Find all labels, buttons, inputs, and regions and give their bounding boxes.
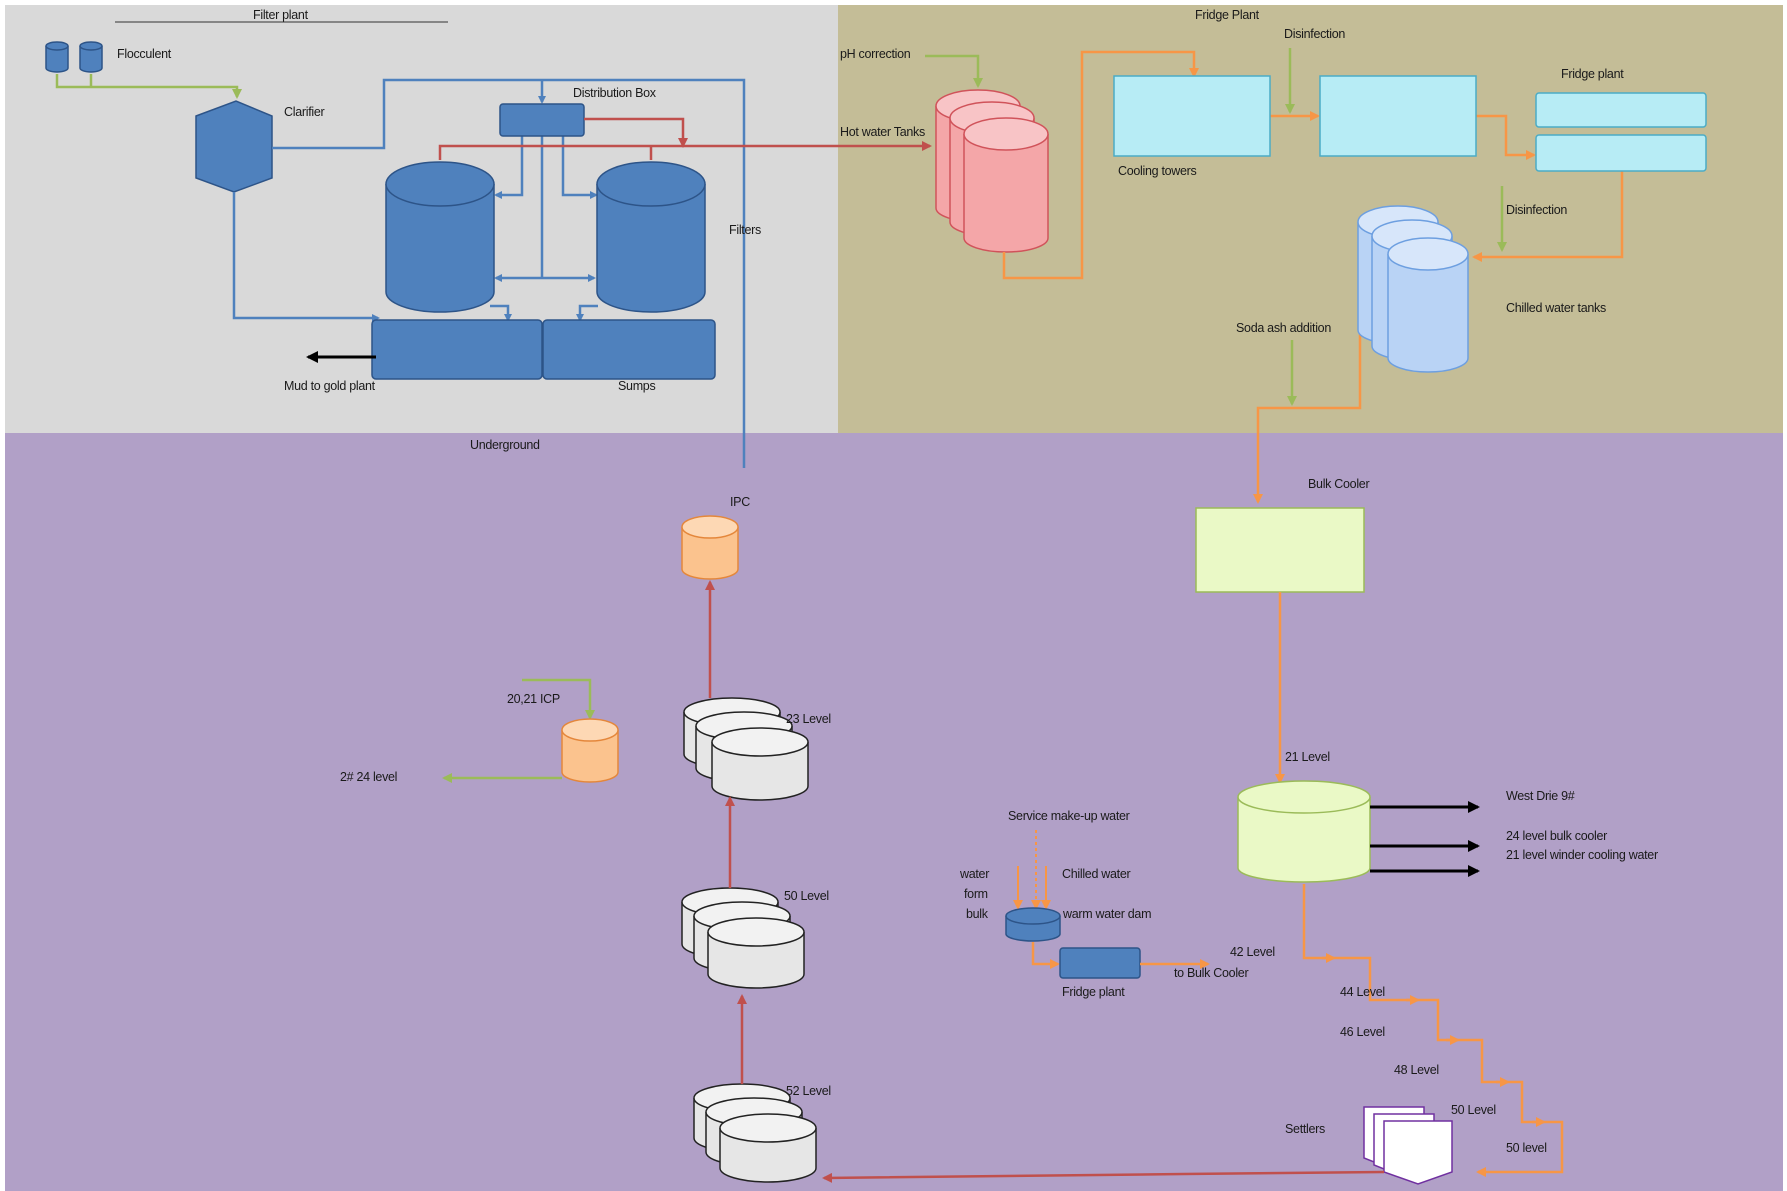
level-52-label: 52 Level	[786, 1084, 831, 1098]
icp-feed-pipe	[522, 678, 595, 720]
icp-2021-label: 20,21 ICP	[507, 692, 560, 706]
fridge-plant-underground	[1059, 947, 1141, 979]
bulk-cooler-label: Bulk Cooler	[1308, 477, 1369, 491]
fridge-to-chilled-pipe	[1472, 171, 1624, 262]
distribution-box-label: Distribution Box	[573, 86, 657, 100]
hot-water-main-pipe	[438, 141, 932, 160]
water-form-bulk-label-3: bulk	[966, 907, 989, 921]
filter-tank-left	[385, 161, 495, 313]
settlers-to-52-pipe	[822, 1170, 1385, 1183]
level-50b-label: 50 Level	[1451, 1103, 1496, 1117]
clarifier-to-sump-pipe	[232, 192, 380, 322]
cooling-tower-2	[1319, 75, 1477, 157]
flocculent-drum-1	[45, 41, 69, 73]
cooling-tower-1	[1113, 75, 1271, 157]
water-form-bulk-label-2: form	[964, 887, 988, 901]
level-21-dam	[1237, 780, 1371, 883]
sump-right	[542, 319, 716, 380]
level-50a-label: 50 Level	[784, 889, 829, 903]
level-42-label: 42 Level	[1230, 945, 1275, 959]
underground-title: Underground	[470, 438, 540, 452]
level-46-label: 46 Level	[1340, 1025, 1385, 1039]
bulk-24-label: 24 level bulk cooler	[1506, 829, 1607, 843]
warm-water-dam-label: warm water dam	[1062, 907, 1151, 921]
hot-to-cooling-pipe	[1002, 50, 1199, 280]
distribution-box	[499, 103, 585, 137]
ipc-tank	[681, 515, 739, 580]
water-form-bulk-label-1: water	[959, 867, 989, 881]
dam-to-fridge-pipe	[1031, 942, 1060, 969]
level-23-tanks	[683, 697, 809, 801]
warm-water-dam	[1005, 907, 1061, 942]
fridge-plant-underground-label: Fridge plant	[1062, 985, 1125, 999]
clarifier	[195, 100, 273, 193]
level-21-label: 21 Level	[1285, 750, 1330, 764]
level-50c-label: 50 level	[1506, 1141, 1547, 1155]
chilled-water-label: Chilled water	[1062, 867, 1130, 881]
bulk-cooler	[1195, 507, 1365, 593]
fridge-plant-title: Fridge Plant	[1195, 8, 1260, 22]
chilled-water-tank-3	[1387, 237, 1469, 373]
filter-tank-right	[596, 161, 706, 313]
filters-label: Filters	[729, 223, 761, 237]
ph-dose-pipe	[925, 54, 983, 88]
hot-water-tanks-label: Hot water Tanks	[840, 125, 925, 139]
sump-left	[371, 319, 543, 380]
clarifier-label: Clarifier	[284, 105, 324, 119]
level-23-label: 23 Level	[786, 712, 831, 726]
service-makeup-label: Service make-up water	[1008, 809, 1130, 823]
winder-21-label: 21 level winder cooling water	[1506, 848, 1658, 862]
level-52-tanks	[693, 1083, 817, 1183]
flocculent-label: Flocculent	[117, 47, 172, 61]
filter-left-to-sump	[490, 304, 512, 322]
hot-water-tank-3	[963, 117, 1049, 253]
fridge-plant-surface-label: Fridge plant	[1561, 67, 1624, 81]
fridge-plant-unit-1	[1535, 92, 1707, 128]
level-44-label: 44 Level	[1340, 985, 1385, 999]
sumps-label: Sumps	[618, 379, 655, 393]
dist-to-filter-right	[561, 135, 598, 199]
disinfection-label-2: Disinfection	[1506, 203, 1567, 217]
underground-zone	[5, 433, 1783, 1191]
ipc-label: IPC	[730, 495, 750, 509]
flocculent-drum-2	[79, 41, 103, 73]
soda-ash-label: Soda ash addition	[1236, 321, 1331, 335]
level-2-24-label: 2# 24 level	[340, 770, 397, 784]
dist-to-filter-left	[494, 135, 524, 199]
ph-correction-label: pH correction	[840, 47, 911, 61]
level-50-tanks	[681, 887, 805, 989]
chilled-to-bulk-pipe	[1253, 330, 1362, 504]
settlers-label: Settlers	[1285, 1122, 1325, 1136]
west-drie-label: West Drie 9#	[1506, 789, 1575, 803]
distribution-red-pipe	[584, 117, 688, 148]
filter-plant-title: Filter plant	[253, 8, 309, 22]
flocculent-dose-pipe	[55, 74, 242, 99]
level-48-label: 48 Level	[1394, 1063, 1439, 1077]
cooling-towers-label: Cooling towers	[1118, 164, 1197, 178]
chilled-water-tanks-label: Chilled water tanks	[1506, 301, 1606, 315]
fridge-plant-unit-2	[1535, 134, 1707, 172]
icp-tank	[561, 718, 619, 783]
to-bulk-cooler-label: to Bulk Cooler	[1174, 966, 1248, 980]
filter-right-to-sump	[576, 304, 598, 322]
settlers	[1363, 1106, 1453, 1185]
disinfection-label-1: Disinfection	[1284, 27, 1345, 41]
level-cascade-pipe	[1302, 884, 1564, 1177]
to-fridge-plant-pipe	[1476, 114, 1536, 160]
mud-label: Mud to gold plant	[284, 379, 376, 393]
clarifier-to-filters-pipe	[272, 78, 746, 468]
